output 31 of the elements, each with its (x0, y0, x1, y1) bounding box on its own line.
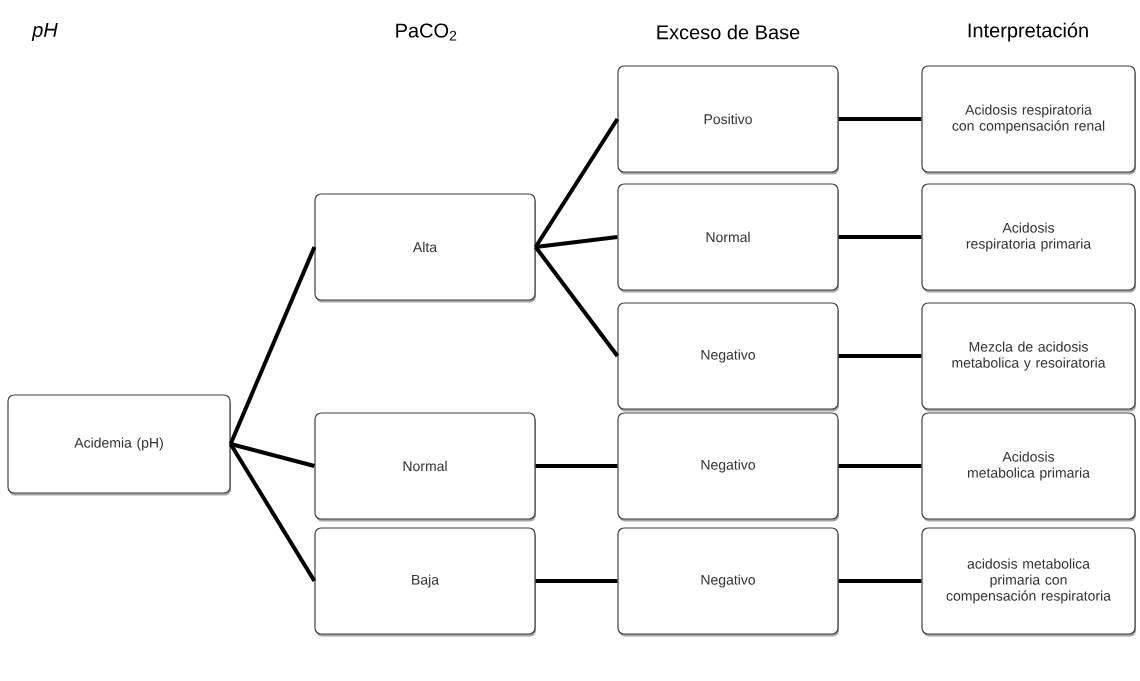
column-header: Interpretación (968, 22, 1088, 42)
connector-line (228, 246, 317, 445)
connector-line (534, 245, 619, 358)
connector-line (838, 354, 922, 358)
process-box: Normal (314, 412, 536, 522)
process-box: Negativo (617, 412, 839, 522)
connector-line (838, 579, 922, 583)
connector-line (838, 464, 922, 468)
connector-line (838, 235, 922, 239)
connector-line (535, 579, 618, 583)
process-box: Acidosis metabolica primaria (921, 412, 1136, 522)
connector-line (838, 117, 922, 121)
process-box: Baja (314, 527, 536, 637)
column-header: Exceso de Base (657, 24, 800, 40)
connector-line (533, 117, 620, 249)
column-header: pH (31, 23, 58, 41)
connector-line (228, 442, 317, 583)
process-box: Acidosis respiratoria con compensación renal (921, 65, 1136, 175)
process-box: Positivo (617, 65, 839, 175)
process-box: Negativo (617, 527, 839, 637)
connector-line (230, 442, 315, 468)
process-box: Mezcla de acidosis metabolica y resoiratoria (921, 302, 1136, 412)
connector-line (535, 235, 618, 249)
process-box: Normal (617, 183, 839, 293)
process-box: acidosis metabolica primaria con compensación respiratoria (921, 527, 1136, 637)
process-box: Acidemia (pH) (7, 394, 231, 496)
connector-line (535, 464, 618, 468)
process-box: Alta (314, 193, 536, 303)
process-box: Acidosis respiratoria primaria (921, 183, 1136, 293)
column-header: PaCO$_{2}$ (396, 23, 457, 41)
process-box: Negativo (617, 302, 839, 412)
